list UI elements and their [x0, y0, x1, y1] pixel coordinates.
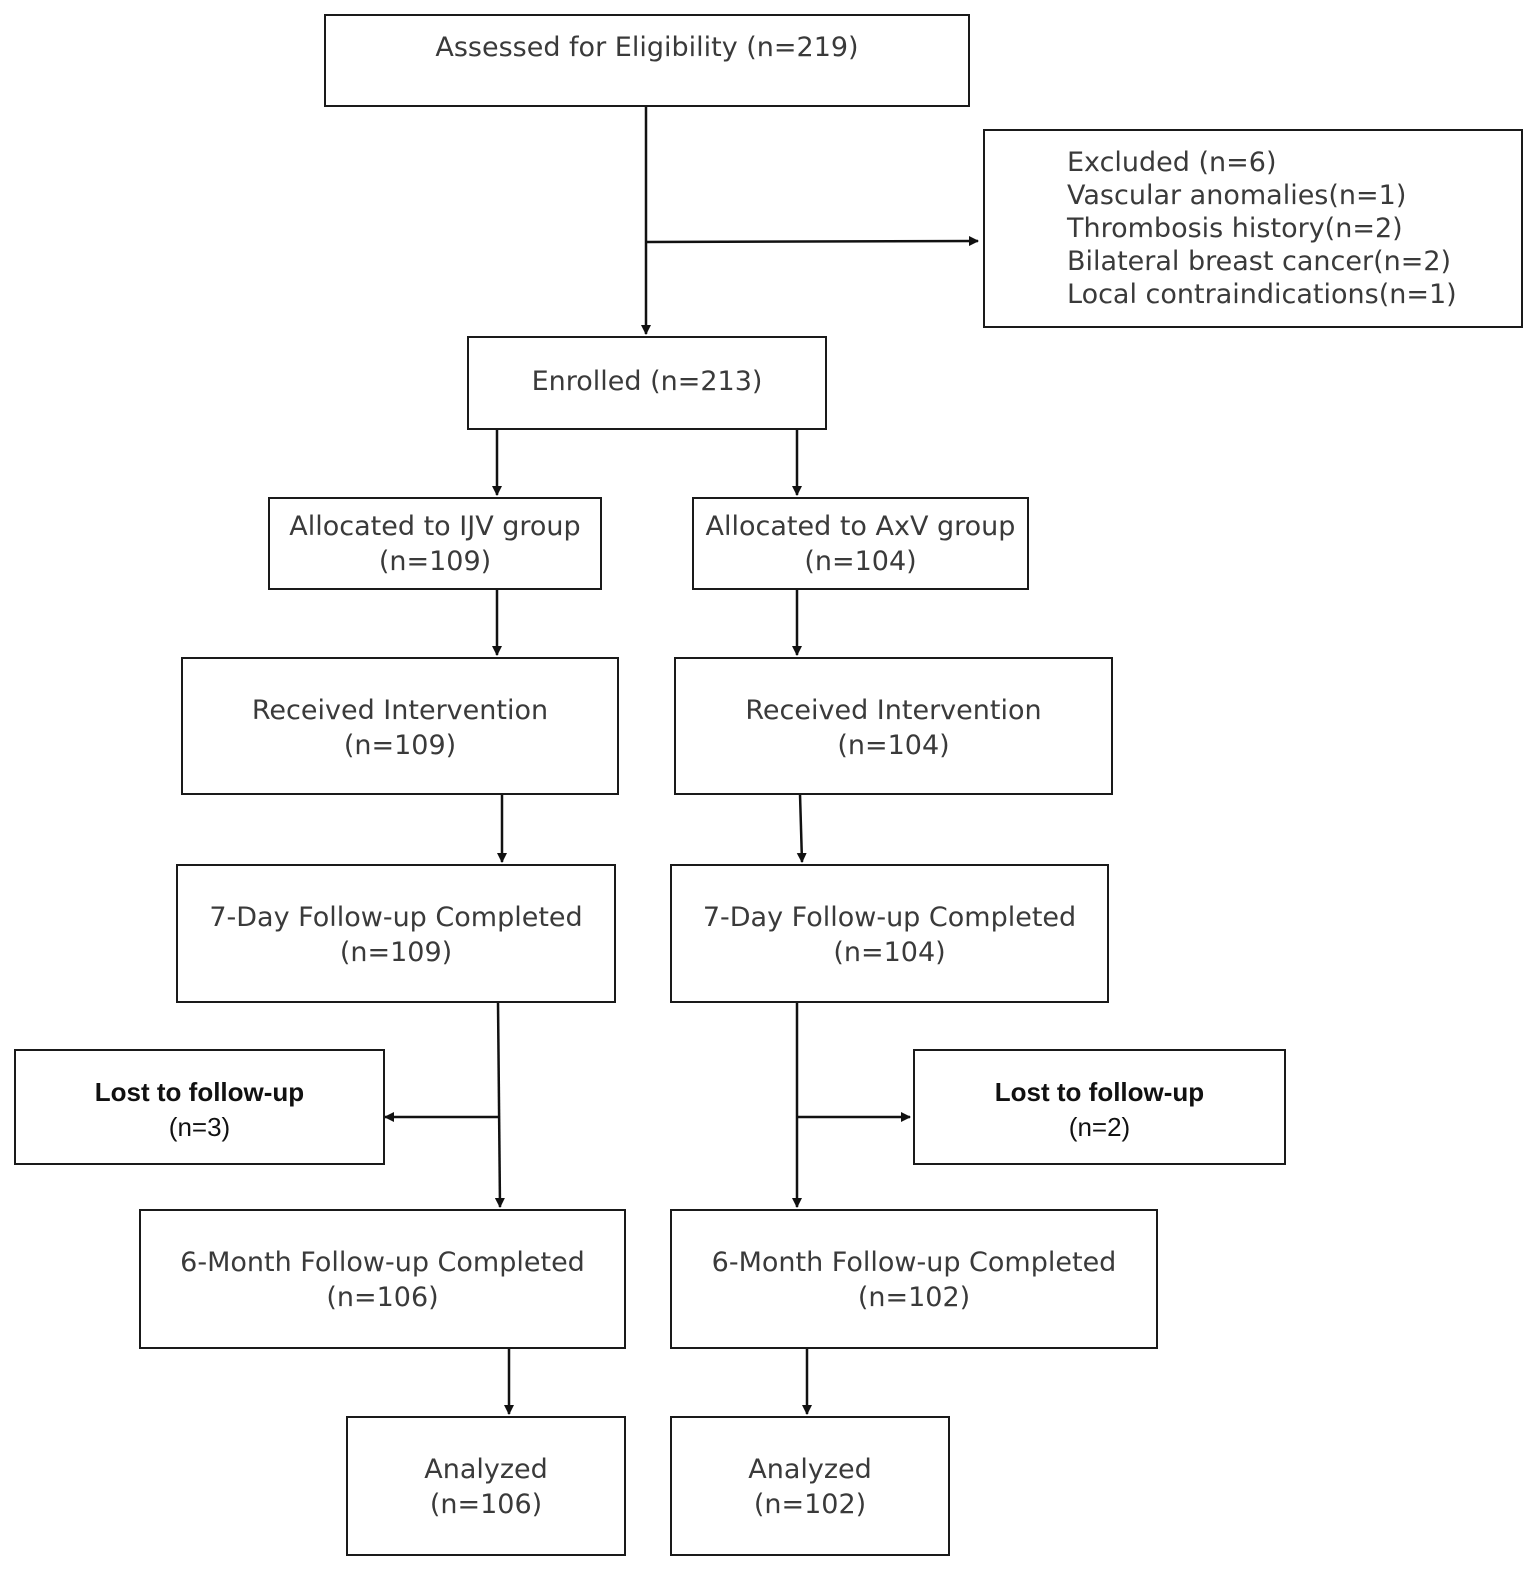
interv-axv-line-1: Received Intervention	[745, 695, 1042, 726]
fu6m-axv-box: 6-Month Follow-up Completed (n=102)	[670, 1209, 1158, 1349]
lost-ijv-line-1: Lost to follow-up	[94, 1077, 305, 1107]
analyzed-ijv-line-2: (n=106)	[429, 1489, 543, 1520]
excluded-line-2: Vascular anomalies(n=1)	[1067, 180, 1407, 211]
alloc-axv-box: Allocated to AxV group (n=104)	[692, 497, 1029, 590]
lost-ijv-line-2: (n=3)	[168, 1112, 231, 1142]
fu6m-axv-line-1: 6-Month Follow-up Completed	[711, 1247, 1117, 1278]
enrolled-line-1: Enrolled (n=213)	[531, 366, 763, 397]
interv-ijv-box: Received Intervention (n=109)	[181, 657, 619, 795]
fu7-axv-line-2: (n=104)	[833, 937, 946, 968]
analyzed-axv-line-1: Analyzed	[748, 1454, 872, 1485]
excluded-box: Excluded (n=6) Vascular anomalies(n=1) T…	[983, 129, 1523, 328]
alloc-axv-line-2: (n=104)	[804, 545, 917, 577]
excluded-line-5: Local contraindications(n=1)	[1067, 279, 1457, 310]
lost-axv-line-1: Lost to follow-up	[994, 1077, 1205, 1107]
alloc-ijv-line-2: (n=109)	[378, 545, 492, 577]
analyzed-axv-line-2: (n=102)	[753, 1489, 867, 1520]
lost-axv-box: Lost to follow-up (n=2)	[913, 1049, 1286, 1165]
interv-axv-box: Received Intervention (n=104)	[674, 657, 1113, 795]
analyzed-ijv-box: Analyzed (n=106)	[346, 1416, 626, 1556]
excluded-line-1: Excluded (n=6)	[1067, 147, 1277, 178]
analyzed-ijv-line-1: Analyzed	[424, 1454, 548, 1485]
alloc-ijv-line-1: Allocated to IJV group	[289, 510, 581, 542]
enrolled-box: Enrolled (n=213)	[467, 336, 827, 430]
assessed-box: Assessed for Eligibility (n=219)	[324, 14, 970, 107]
interv-ijv-line-2: (n=109)	[343, 730, 457, 761]
lost-axv-line-2: (n=2)	[1068, 1112, 1131, 1142]
arrow-fu7-ijv-to-fu6m	[494, 1001, 505, 1208]
interv-axv-line-2: (n=104)	[837, 730, 950, 761]
fu7-ijv-box: 7-Day Follow-up Completed (n=109)	[176, 864, 616, 1003]
alloc-ijv-box: Allocated to IJV group (n=109)	[268, 497, 602, 590]
alloc-axv-line-1: Allocated to AxV group	[705, 510, 1016, 542]
fu6m-ijv-box: 6-Month Follow-up Completed (n=106)	[139, 1209, 626, 1349]
analyzed-axv-box: Analyzed (n=102)	[670, 1416, 950, 1556]
fu7-ijv-line-2: (n=109)	[339, 937, 453, 968]
arrow-interv-axv-to-fu7	[796, 793, 807, 863]
arrow-to-excluded	[645, 236, 979, 247]
fu6m-axv-line-2: (n=102)	[857, 1282, 971, 1313]
fu7-ijv-line-1: 7-Day Follow-up Completed	[209, 902, 583, 933]
assessed-line-1: Assessed for Eligibility (n=219)	[435, 32, 859, 63]
fu7-axv-line-1: 7-Day Follow-up Completed	[702, 902, 1077, 933]
fu7-axv-box: 7-Day Follow-up Completed (n=104)	[670, 864, 1109, 1003]
lost-ijv-box: Lost to follow-up (n=3)	[14, 1049, 385, 1165]
fu6m-ijv-line-1: 6-Month Follow-up Completed	[180, 1247, 585, 1278]
excluded-line-3: Thrombosis history(n=2)	[1067, 213, 1403, 244]
excluded-line-4: Bilateral breast cancer(n=2)	[1067, 246, 1452, 277]
interv-ijv-line-1: Received Intervention	[251, 695, 549, 726]
fu6m-ijv-line-2: (n=106)	[326, 1282, 439, 1313]
